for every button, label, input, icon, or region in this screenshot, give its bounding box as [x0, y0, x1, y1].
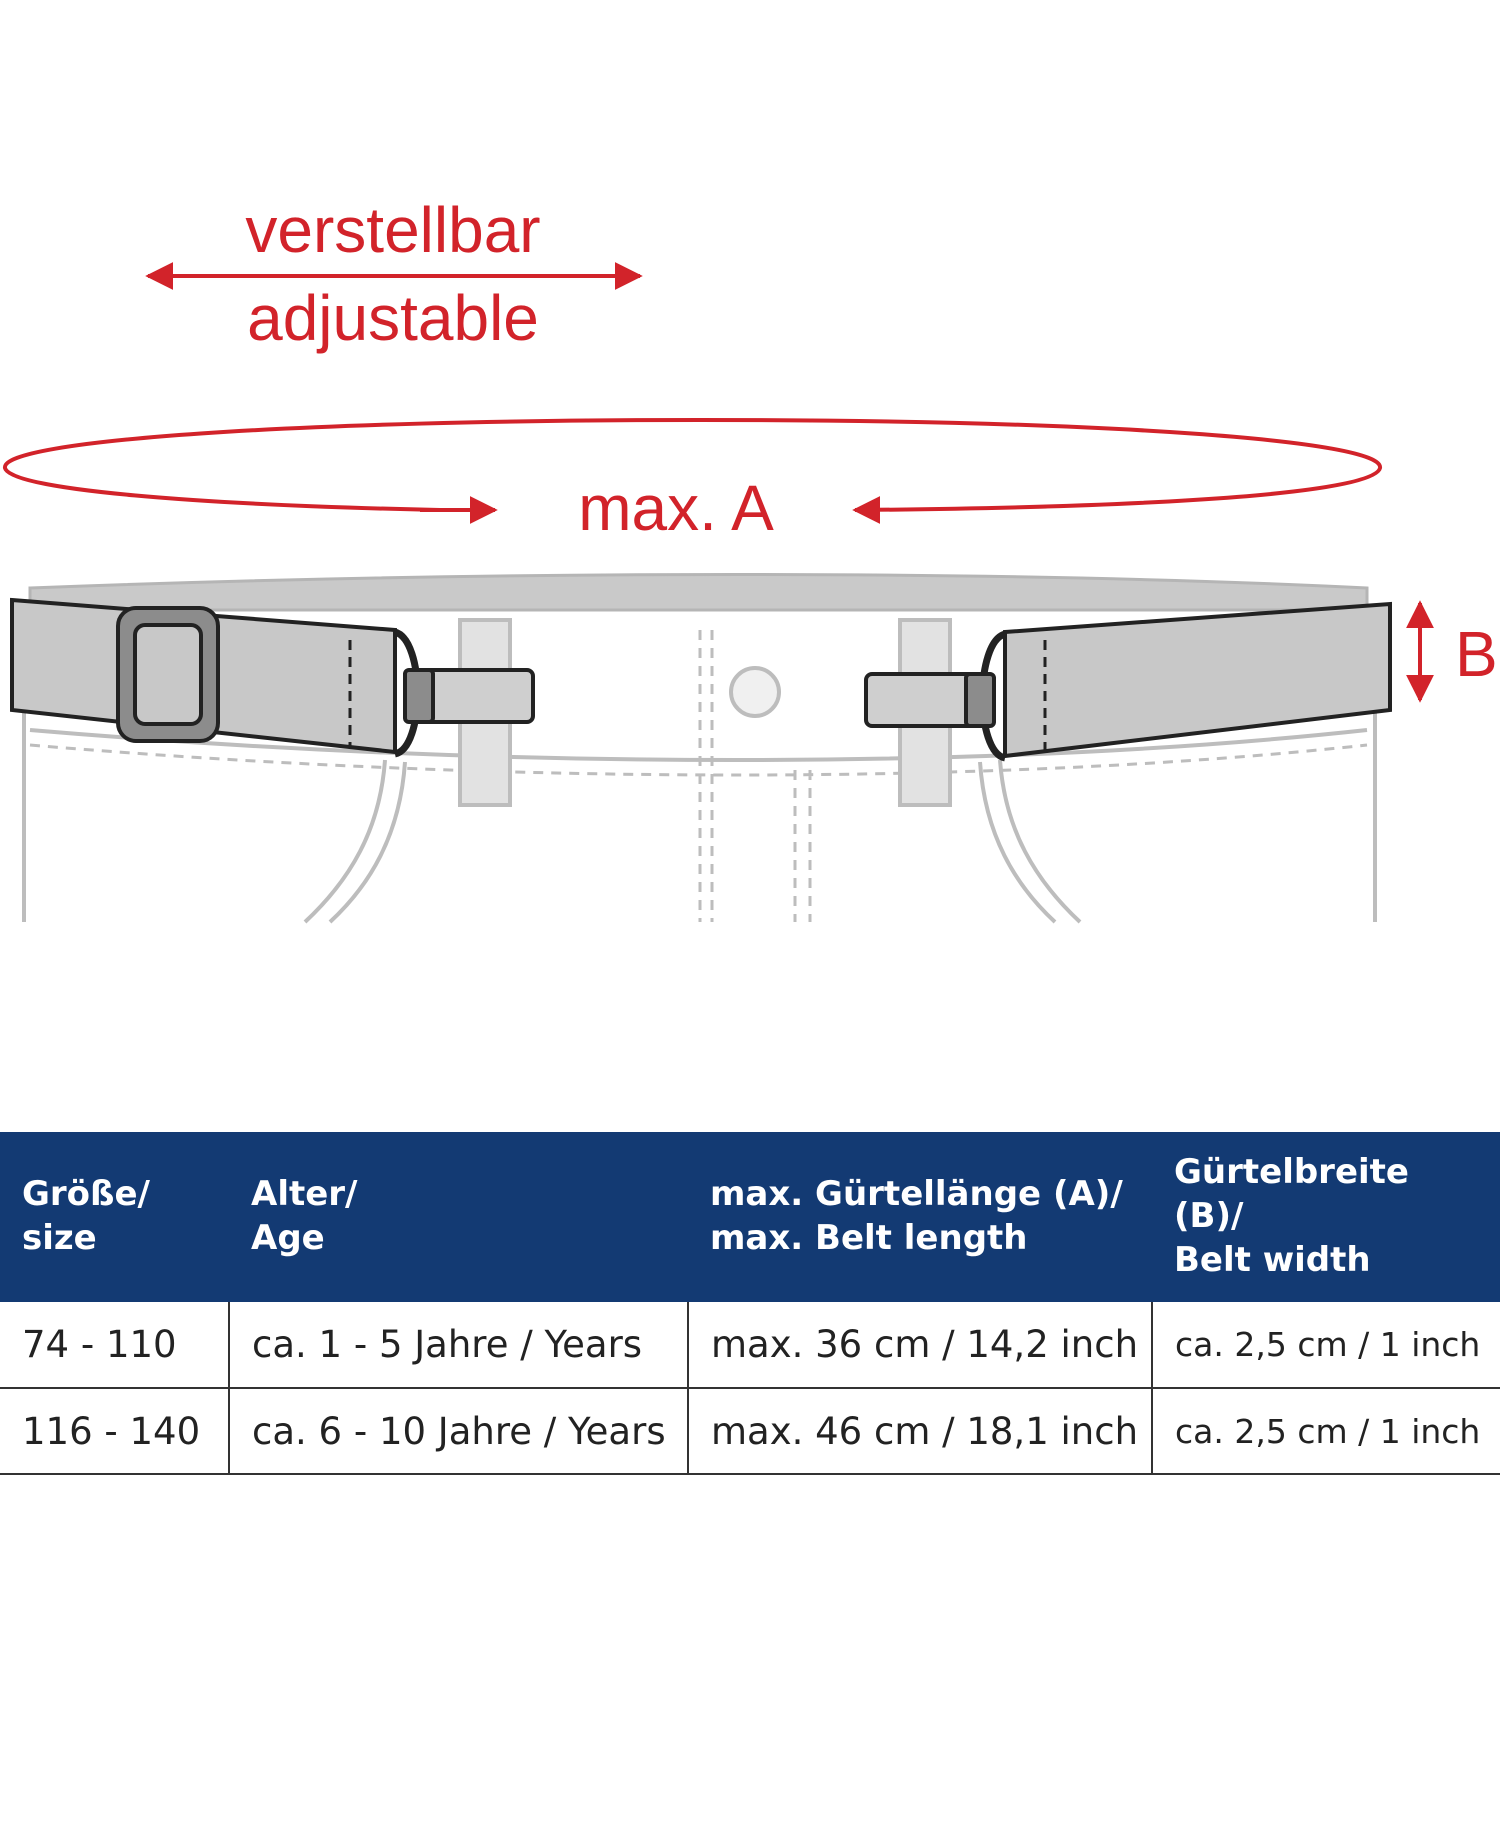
- size-table: Größe/ size Alter/ Age max. Gürtellänge …: [0, 1132, 1500, 1475]
- pants-stitching: [29, 630, 1368, 922]
- pants-pocket-right: [978, 759, 1082, 924]
- cell-belt-length: max. 36 cm / 14,2 inch: [687, 1302, 1152, 1389]
- belt-clip-left-jaw: [403, 668, 435, 724]
- cell-belt-width: ca. 2,5 cm / 1 inch: [1151, 1388, 1500, 1475]
- belt-strap-right: [1003, 601, 1392, 759]
- belt-buckle-hole: [133, 623, 203, 726]
- header-belt-width: Gürtelbreite (B)/ Belt width: [1152, 1132, 1500, 1302]
- pants-pocket-left: [303, 759, 407, 924]
- header-belt-length: max. Gürtellänge (A)/ max. Belt length: [688, 1132, 1152, 1302]
- table-header-row: Größe/ size Alter/ Age max. Gürtellänge …: [0, 1132, 1500, 1302]
- adjustable-en-label: adjustable: [247, 282, 539, 354]
- cell-age: ca. 1 - 5 Jahre / Years: [228, 1302, 688, 1389]
- pants-button: [729, 666, 781, 718]
- cell-age: ca. 6 - 10 Jahre / Years: [228, 1388, 688, 1475]
- cell-belt-width: ca. 2,5 cm / 1 inch: [1151, 1302, 1500, 1389]
- width-b-label: B: [1455, 618, 1498, 690]
- header-size: Größe/ size: [0, 1132, 229, 1302]
- header-age: Alter/ Age: [229, 1132, 688, 1302]
- cell-size: 74 - 110: [0, 1302, 229, 1389]
- table-row: 74 - 110 ca. 1 - 5 Jahre / Years max. 36…: [0, 1302, 1500, 1389]
- cell-size: 116 - 140: [0, 1388, 229, 1475]
- circumference-ellipse: [3, 417, 1382, 512]
- max-a-label: max. A: [578, 472, 774, 544]
- table-row: 116 - 140 ca. 6 - 10 Jahre / Years max. …: [0, 1388, 1500, 1475]
- adjustable-de-label: verstellbar: [245, 194, 540, 266]
- pants-waistband: [28, 573, 1369, 612]
- cell-belt-length: max. 46 cm / 18,1 inch: [687, 1388, 1152, 1475]
- belt-clip-right-jaw: [964, 672, 996, 728]
- belt-diagram: verstellbar adjustable max. A B: [3, 194, 1498, 924]
